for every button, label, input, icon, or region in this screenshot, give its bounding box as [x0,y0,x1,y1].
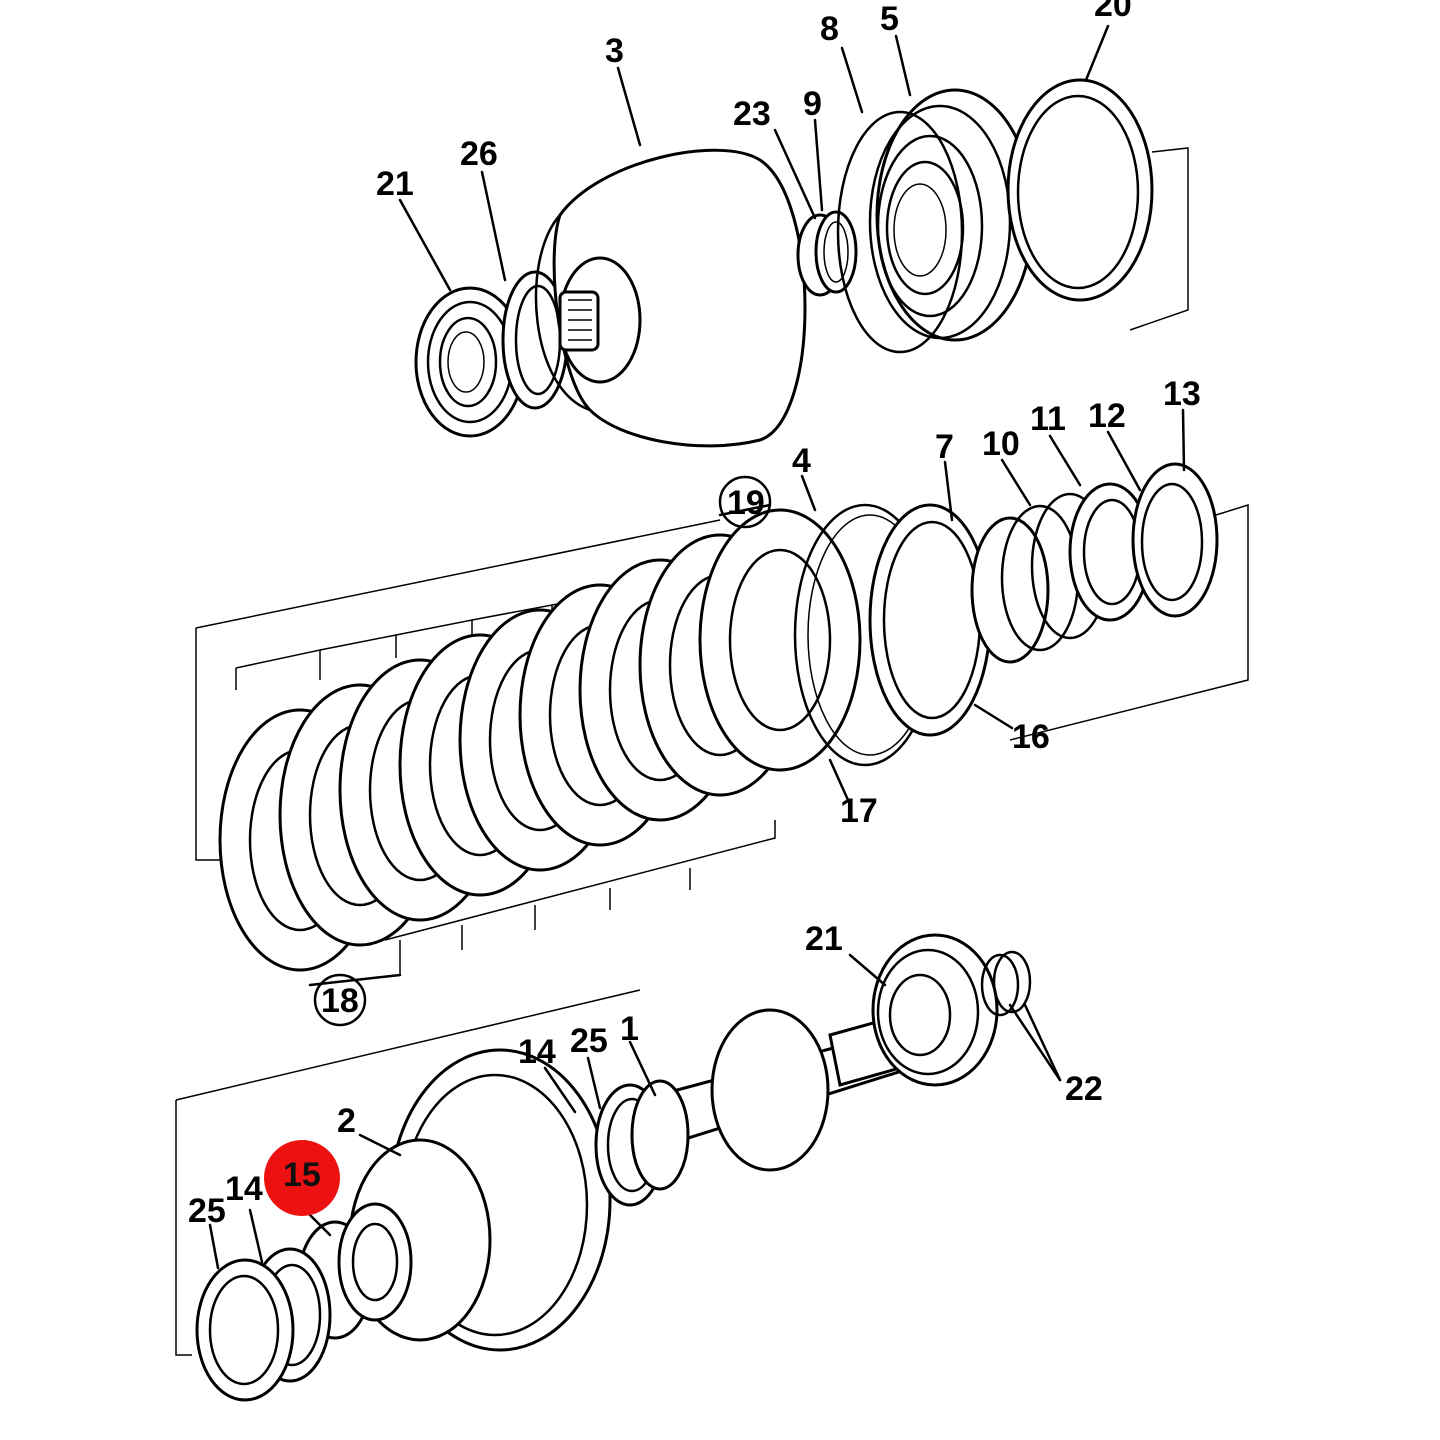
ring-13 [1131,462,1219,618]
plate-20 [1006,78,1154,302]
callout-14-upper: 14 [518,1033,556,1071]
callout-5: 5 [880,0,899,38]
callout-2: 2 [337,1102,356,1140]
washer-25-lower [195,1258,295,1402]
callout-25-lower: 25 [188,1192,226,1230]
snap-rings-22 [980,950,1032,1017]
callout-13: 13 [1163,375,1201,413]
callout-16: 16 [1012,718,1050,756]
callout-11: 11 [1030,400,1066,438]
upper-assembly [414,78,1189,448]
callout-9: 9 [803,85,822,123]
callout-17: 17 [840,792,878,830]
seal-rings-23-9 [796,210,858,297]
callout-26: 26 [460,135,498,173]
piston-5 [836,88,1035,354]
leader-lines [208,24,1186,1270]
bearing-21-lower [871,933,999,1087]
callout-18-circle [313,973,367,1027]
callout-18: 18 [321,982,359,1020]
callout-7: 7 [935,428,954,466]
lower-shaft-assembly [175,933,1032,1402]
callout-19-circle [718,475,772,529]
clutch-drum-3 [534,148,807,448]
callout-25-upper: 25 [570,1022,608,1060]
callout-15: 15 [283,1156,321,1194]
callout-15-highlight [264,1140,340,1216]
washer-25-14-upper [594,1079,690,1207]
callout-4: 4 [792,442,811,480]
callout-1: 1 [620,1010,639,1048]
clutch-plates [218,508,862,972]
callout-8: 8 [820,10,839,48]
callout-labels: 20 8 5 3 23 9 26 21 13 12 11 10 7 4 19 1… [188,0,1201,1230]
callout-21-lower: 21 [805,920,843,958]
callout-20: 20 [1094,0,1132,24]
clutch-pack [195,462,1249,975]
callout-21-upper: 21 [376,165,414,203]
callout-22: 22 [1065,1070,1103,1108]
callout-23: 23 [733,95,771,133]
callout-10: 10 [982,425,1020,463]
washer-26 [501,270,569,410]
callout-12: 12 [1088,397,1126,435]
callout-19: 19 [727,484,765,522]
callout-3: 3 [605,32,624,70]
callout-14-lower: 14 [225,1170,263,1208]
piston-7 [868,503,992,737]
